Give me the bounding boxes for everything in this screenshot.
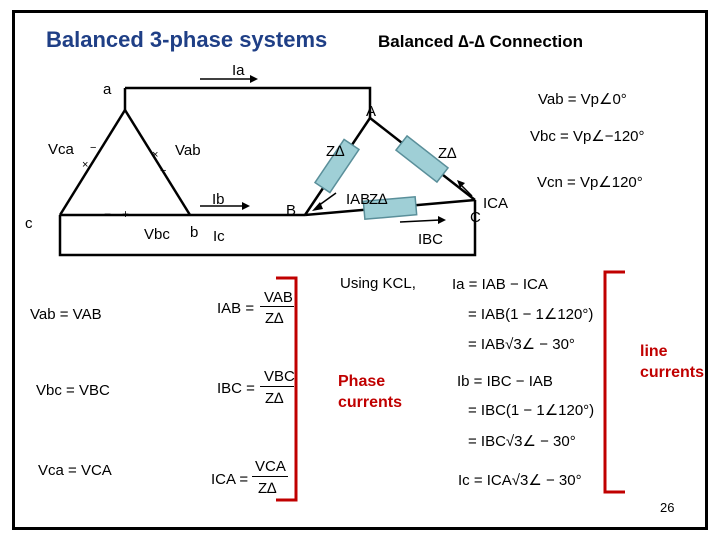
impedance-AB-label: Z∆ <box>326 143 345 160</box>
phase-currents-label: Phase currents <box>338 373 403 411</box>
left-eq-ab: Vab = VAB <box>30 306 102 323</box>
fraction-bar <box>260 306 294 307</box>
slide-frame <box>12 10 708 530</box>
kcl-eq-ia-result: = IAB√3∠ − 30° <box>468 336 575 353</box>
polarity-mark: × <box>152 149 159 161</box>
voltage-Vca-label: Vca <box>48 141 74 158</box>
polarity-mark: − <box>160 165 167 177</box>
polarity-mark: − <box>104 207 112 221</box>
phase-eq-lhs: IAB = <box>217 300 255 317</box>
node-c-label: c <box>25 215 33 232</box>
kcl-eq-ic: Ic = ICA√3∠ − 30° <box>458 472 582 489</box>
polarity-mark: − <box>90 142 97 154</box>
kcl-eq-ia: Ia = IAB − ICA <box>452 276 548 293</box>
arrow-ICA <box>461 185 473 197</box>
source-eq-vab: Vab = Vp∠0° <box>538 91 627 108</box>
polarity-mark: + <box>122 207 130 221</box>
current-Ia-label: Ia <box>232 62 245 79</box>
current-IAB-label: IAB <box>346 191 371 208</box>
arrow-IAB <box>317 192 337 207</box>
wire-c <box>58 200 477 257</box>
current-Ib-label: Ib <box>212 191 225 208</box>
node-a-label: a <box>103 81 112 98</box>
kcl-eq-ib-result: = IBC√3∠ − 30° <box>468 433 576 450</box>
voltage-Vab-label: Vab <box>175 142 201 159</box>
impedance-BC <box>362 195 418 221</box>
left-eq-ca: Vca = VCA <box>38 462 112 479</box>
current-ICA-label: ICA <box>483 195 509 212</box>
phase-eq-denominator: Z∆ <box>265 310 284 327</box>
phase-eq-numerator: VAB <box>264 289 293 306</box>
phase-eq-denominator: Z∆ <box>265 390 284 407</box>
current-Ic-label: Ic <box>213 228 225 245</box>
kcl-eq-ia-step: = IAB(1 − 1∠120°) <box>468 306 594 323</box>
current-IBC-label: IBC <box>418 231 444 248</box>
wire-a <box>125 86 372 118</box>
kcl-eq-ib: Ib = IBC − IAB <box>457 373 553 390</box>
node-B-label: B <box>286 202 297 219</box>
impedance-CA <box>394 134 450 184</box>
impedance-CA-label: Z∆ <box>438 145 457 162</box>
source-eq-vbc: Vbc = Vp∠−120° <box>530 128 645 145</box>
fraction-bar <box>260 386 294 387</box>
polarity-mark: × <box>82 159 89 171</box>
node-b-label: b <box>190 224 199 241</box>
phase-eq-numerator: VBC <box>264 368 295 385</box>
node-C-label: C <box>470 209 481 226</box>
page-number: 26 <box>660 500 675 515</box>
phase-eq-denominator: Z∆ <box>258 480 277 497</box>
source-winding-ca <box>58 109 127 216</box>
left-eq-bc: Vbc = VBC <box>36 382 110 399</box>
line-currents-label: line currents <box>640 343 705 381</box>
arrow-IBC <box>399 219 441 223</box>
source-eq-vcn: Vcn = Vp∠120° <box>537 174 643 191</box>
node-A-label: A <box>366 103 377 120</box>
slide-subtitle: Balanced ∆-∆ Connection <box>378 32 583 51</box>
impedance-AB <box>313 138 361 194</box>
impedance-BC-label: Z∆ <box>369 191 388 208</box>
slide-title: Balanced 3-phase systems <box>46 27 328 52</box>
phase-eq-lhs: ICA = <box>211 471 249 488</box>
fraction-bar <box>252 476 288 477</box>
phase-eq-numerator: VCA <box>255 458 286 475</box>
using-kcl-label: Using KCL, <box>340 275 416 292</box>
kcl-eq-ib-step: = IBC(1 − 1∠120°) <box>468 402 595 419</box>
phase-bracket <box>276 276 298 502</box>
voltage-Vbc-label: Vbc <box>144 226 170 243</box>
line-bracket <box>603 270 625 494</box>
phase-eq-lhs: IBC = <box>217 380 255 397</box>
source-winding-ab <box>123 109 192 216</box>
